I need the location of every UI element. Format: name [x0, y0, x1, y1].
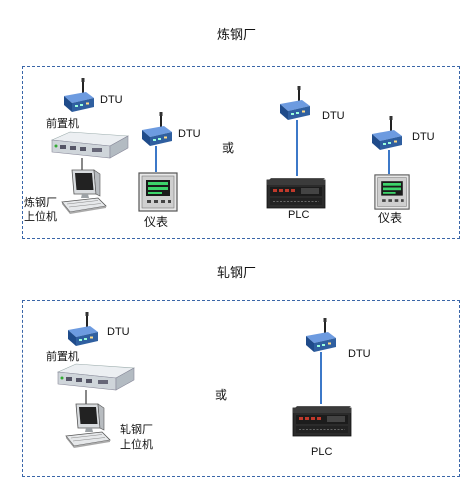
dtu-label: DTU: [348, 348, 371, 360]
meter-label: 仪表: [378, 211, 403, 225]
host-label-line1: 轧钢厂: [120, 424, 153, 436]
plc-label: PLC: [288, 209, 310, 221]
gateway-label: 前置机: [46, 351, 79, 363]
desktop-computer-icon: [58, 168, 108, 216]
dtu-modem-icon: [62, 78, 96, 114]
section-title-rolling-mill: 轧钢厂: [217, 265, 257, 280]
dtu-to-meter-wire: [155, 146, 157, 172]
meter-label: 仪表: [144, 215, 169, 229]
dtu-label: DTU: [178, 128, 201, 140]
dtu-modem-icon: [304, 318, 338, 354]
dtu-modem-icon: [140, 112, 174, 148]
or-label: 或: [215, 388, 228, 402]
steelmaking-panel: [22, 66, 460, 239]
host-label-line1: 炼钢厂: [24, 197, 57, 209]
meter-panel-icon: [138, 172, 178, 212]
host-label-line2: 上位机: [24, 211, 57, 223]
gateway-to-pc-cable: [85, 390, 87, 404]
desktop-computer-icon: [62, 402, 112, 450]
dtu-label: DTU: [100, 94, 123, 106]
host-label-line2: 上位机: [120, 439, 153, 451]
dtu-label: DTU: [107, 326, 130, 338]
gateway-label: 前置机: [46, 118, 79, 130]
rolling-mill-panel: [22, 300, 460, 477]
dtu-modem-icon: [66, 312, 100, 348]
plc-controller-icon: [265, 174, 327, 210]
dtu-label: DTU: [322, 110, 345, 122]
dtu-modem-icon: [370, 116, 404, 152]
dtu-label: DTU: [412, 131, 435, 143]
dtu-to-plc-wire: [320, 352, 322, 404]
meter-panel-icon: [374, 174, 410, 210]
dtu-modem-icon: [278, 86, 312, 122]
dtu-to-plc-wire: [296, 120, 298, 176]
dtu-to-meter-wire: [388, 150, 390, 174]
gateway-server-icon: [50, 130, 130, 160]
plc-label: PLC: [311, 446, 333, 458]
gateway-server-icon: [56, 362, 136, 392]
plc-controller-icon: [291, 400, 353, 440]
or-label: 或: [222, 141, 235, 155]
gateway-to-pc-cable: [81, 158, 83, 170]
section-title-steelmaking: 炼钢厂: [217, 27, 257, 42]
